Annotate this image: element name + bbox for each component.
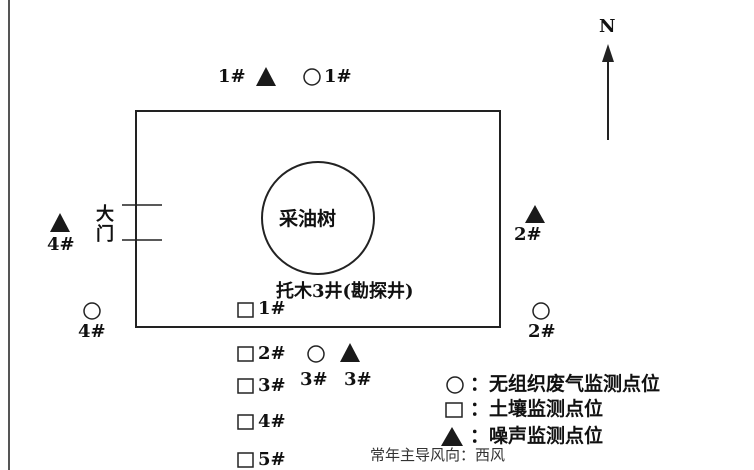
- soil-point-4-icon: [237, 414, 254, 430]
- soil-point-5-label: 5#: [258, 449, 286, 470]
- air-point-2-icon: [532, 302, 550, 320]
- noise-point-4-label: 4#: [47, 234, 75, 255]
- north-label: N: [599, 16, 616, 37]
- site-boundary: [135, 110, 501, 328]
- noise-point-3-icon: [340, 343, 360, 362]
- noise-point-1-label: 1#: [218, 66, 246, 87]
- air-point-4-icon: [83, 302, 101, 320]
- gate-label-2: 门: [96, 224, 114, 245]
- gate-label-1: 大: [96, 204, 114, 225]
- well-name-label: 托木3井(勘探井): [276, 281, 414, 302]
- soil-point-3-icon: [237, 378, 254, 394]
- wind-direction-note: 常年主导风向：西风: [370, 446, 506, 464]
- noise-point-2-icon: [525, 205, 545, 223]
- legend-soil-text: ：土壤监测点位: [470, 398, 604, 420]
- soil-point-5-icon: [237, 452, 254, 468]
- air-point-2-label: 2#: [528, 321, 556, 342]
- noise-point-3-label: 3#: [344, 369, 372, 390]
- air-point-1-icon: [303, 68, 321, 86]
- air-point-3-icon: [307, 345, 325, 363]
- soil-point-1-icon: [237, 302, 254, 318]
- legend-soil-icon: [445, 402, 463, 418]
- air-point-4-label: 4#: [78, 321, 106, 342]
- air-point-3-label: 3#: [300, 369, 328, 390]
- wellhead-circle: [261, 161, 375, 275]
- legend-air-text: ：无组织废气监测点位: [470, 373, 661, 395]
- soil-point-2-label: 2#: [258, 343, 286, 364]
- soil-point-4-label: 4#: [258, 411, 286, 432]
- air-point-1-label: 1#: [324, 66, 352, 87]
- legend-noise-text: ：噪声监测点位: [470, 425, 604, 447]
- noise-point-2-label: 2#: [514, 224, 542, 245]
- noise-point-1-icon: [256, 67, 276, 86]
- legend-noise-icon: [441, 427, 463, 446]
- legend-air-icon: [446, 376, 464, 394]
- wellhead-label: 采油树: [279, 208, 337, 230]
- page-edge-line: [8, 0, 10, 470]
- soil-point-2-icon: [237, 346, 254, 362]
- soil-point-1-label: 1#: [258, 298, 286, 319]
- soil-point-3-label: 3#: [258, 375, 286, 396]
- noise-point-4-icon: [50, 213, 70, 232]
- north-arrow-head: [602, 44, 614, 62]
